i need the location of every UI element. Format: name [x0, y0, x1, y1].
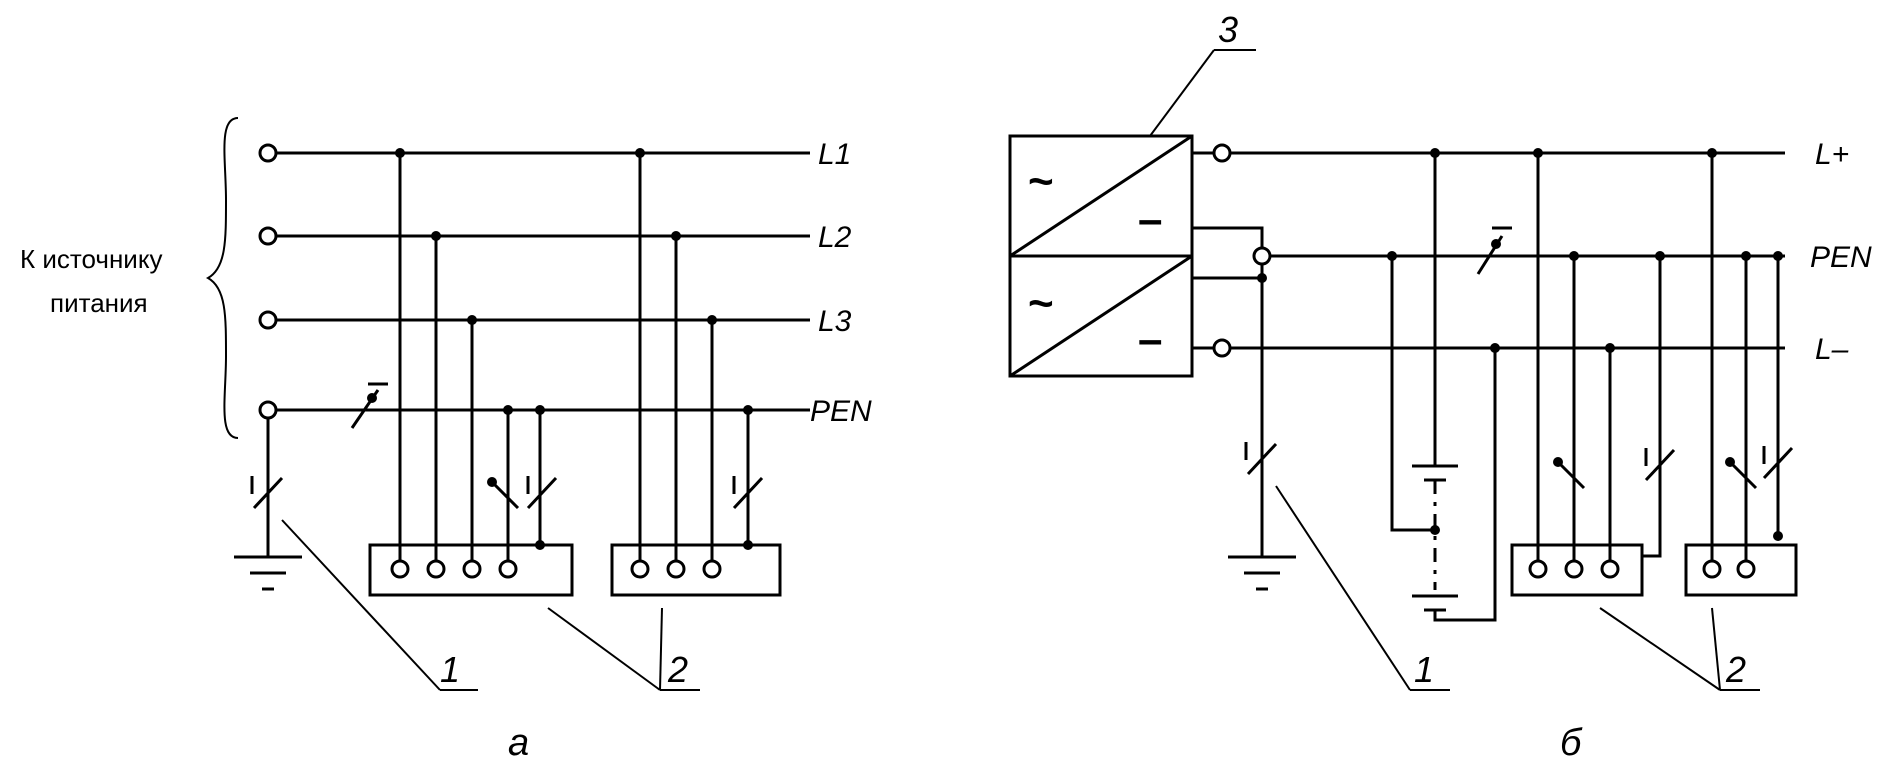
load-b1-terminal-1: [1528, 559, 1548, 579]
bus-label-pen-b: PEN: [1810, 241, 1872, 274]
callout-2b-leader-1: [1599, 607, 1721, 691]
pe-marker-a: [252, 476, 284, 510]
n-marker-b2-dot: [1725, 457, 1735, 467]
ac-symbol-bottom: ~: [1028, 279, 1054, 328]
junction: [503, 405, 513, 415]
callout-1-leader: [281, 519, 441, 691]
junction: [1490, 343, 1500, 353]
pen-marker-dot: [367, 393, 377, 403]
junction: [1430, 148, 1440, 158]
junction: [431, 231, 441, 241]
load-box-a2: [610, 543, 782, 597]
junction: [743, 540, 753, 550]
load-b2-terminal-1: [1702, 559, 1722, 579]
junction: [1773, 251, 1783, 261]
caption-a: а: [508, 722, 529, 763]
terminal-l3: [258, 310, 278, 330]
load-a2-terminal-1: [630, 559, 650, 579]
bus-label-lminus: L–: [1815, 333, 1849, 366]
junction: [535, 540, 545, 550]
callout-2-leader-1: [547, 607, 661, 691]
junction: [1257, 273, 1267, 283]
caption-b: б: [1560, 722, 1583, 763]
battery-midpoint-lead: [1390, 256, 1435, 532]
callout-2b: 2: [1725, 649, 1746, 690]
load-a2-terminal-2: [666, 559, 686, 579]
conv-mid-bottom: [1192, 264, 1264, 280]
load-a2-terminal-3: [702, 559, 722, 579]
load-a1-terminal-1: [390, 559, 410, 579]
bus-label-pen: PEN: [810, 395, 872, 428]
load-a1-terminal-4: [498, 559, 518, 579]
terminal-pen: [258, 400, 278, 420]
pe-marker-b1: [1644, 448, 1676, 482]
source-brace: [205, 117, 239, 439]
panel-b: ~ – ~ – L+ PEN L–: [1008, 9, 1872, 763]
callout-3-leader: [1149, 49, 1215, 137]
load-a1-terminal-2: [426, 559, 446, 579]
callout-1b-leader: [1275, 485, 1411, 691]
converter-diag-top: [1009, 134, 1193, 258]
n-marker-a1-dot: [487, 477, 497, 487]
junction: [743, 405, 753, 415]
terminal-lplus: [1212, 143, 1232, 163]
callout-2-leader-2: [659, 607, 663, 691]
junction: [1533, 148, 1543, 158]
load-a1-terminal-3: [462, 559, 482, 579]
load-b2-terminal-2: [1736, 559, 1756, 579]
n-marker-b1-dot: [1553, 457, 1563, 467]
junction: [635, 148, 645, 158]
bus-label-l3: L3: [818, 305, 852, 338]
junction: [1605, 343, 1615, 353]
pe-marker-a2: [732, 476, 764, 510]
feeder-b1-pe: [1642, 256, 1662, 558]
terminal-lminus: [1212, 338, 1232, 358]
callout-2: 2: [667, 649, 688, 690]
junction: [707, 315, 717, 325]
dc-symbol-top: –: [1138, 195, 1162, 244]
junction: [395, 148, 405, 158]
junction: [467, 315, 477, 325]
callout-2b-leader-2: [1711, 607, 1721, 691]
source-label-line2: питания: [50, 288, 148, 318]
pe-marker-a1: [526, 476, 558, 510]
ac-symbol-top: ~: [1028, 157, 1054, 206]
pe-marker-b2: [1762, 446, 1794, 480]
pe-marker-b: [1246, 442, 1278, 476]
junction: [1387, 251, 1397, 261]
source-label-line1: К источнику: [20, 244, 163, 274]
terminal-l2: [258, 226, 278, 246]
converter-diag-bottom: [1009, 254, 1193, 378]
battery-lead-bottom: [1433, 348, 1497, 622]
load-box-b1: [1510, 543, 1644, 597]
callout-1b: 1: [1414, 649, 1434, 690]
load-b1-terminal-2: [1564, 559, 1584, 579]
junction: [1707, 148, 1717, 158]
callout-1: 1: [440, 649, 460, 690]
callout-3: 3: [1218, 9, 1238, 50]
junction: [1569, 251, 1579, 261]
junction: [671, 231, 681, 241]
bus-label-l1: L1: [818, 138, 851, 171]
junction: [1655, 251, 1665, 261]
junction: [1773, 531, 1783, 541]
panel-a: К источнику питания L1 L2 L3 PEN: [20, 117, 872, 763]
load-b1-terminal-3: [1600, 559, 1620, 579]
dc-symbol-bottom: –: [1138, 315, 1162, 364]
bus-label-lplus: L+: [1815, 138, 1849, 171]
junction: [1741, 251, 1751, 261]
junction: [535, 405, 545, 415]
bus-label-l2: L2: [818, 221, 852, 254]
terminal-l1: [258, 143, 278, 163]
conv-mid-top: [1192, 226, 1264, 248]
terminal-pen-b: [1252, 246, 1272, 266]
load-box-b2: [1684, 543, 1798, 597]
pen-marker-b-dot: [1491, 239, 1501, 249]
